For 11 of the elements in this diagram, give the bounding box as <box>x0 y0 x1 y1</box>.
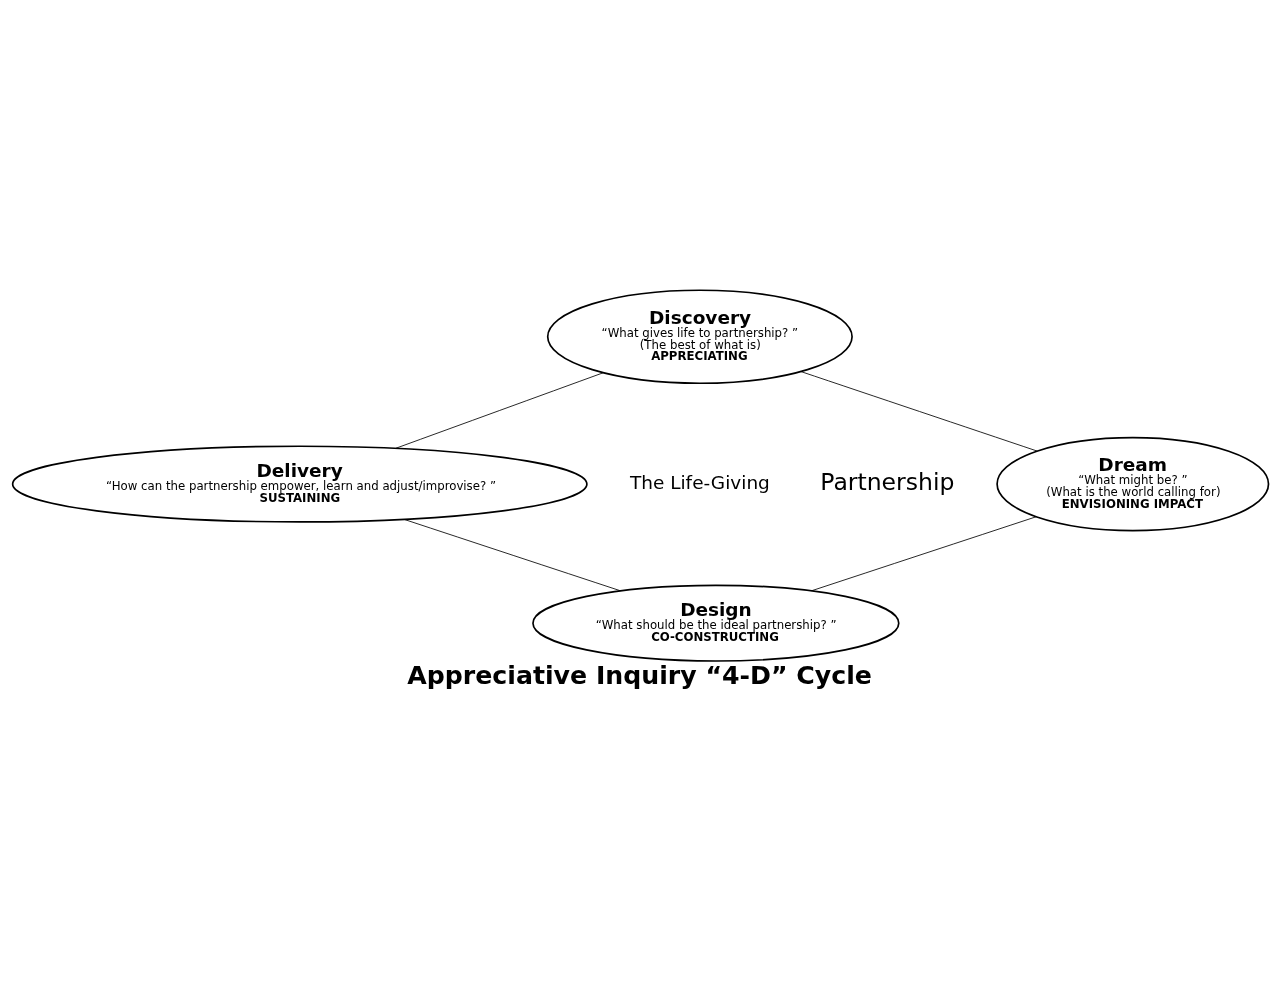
connector <box>811 515 1037 591</box>
connector <box>800 370 1038 452</box>
caption: Appreciative Inquiry “4-D” Cycle <box>407 660 872 690</box>
node-ellipse: Discovery “What gives life to partnership? ” (The best of what is) APPRECIATING <box>546 288 853 384</box>
node-ellipse: Dream “What might be? ” (What is the world calling for) ENVISIONING IMPACT <box>996 436 1270 531</box>
node-ellipse: Design “What should be the ideal partnership? ” CO-CONSTRUCTING <box>532 583 900 662</box>
connector <box>404 518 621 591</box>
connector <box>395 371 604 449</box>
node-ellipse: Delivery “How can the partnership empower, learn and adjust/improvise? ” SUSTAINING <box>11 444 588 523</box>
label: The Life-Giving <box>629 471 770 493</box>
label: Partnership <box>820 467 955 496</box>
